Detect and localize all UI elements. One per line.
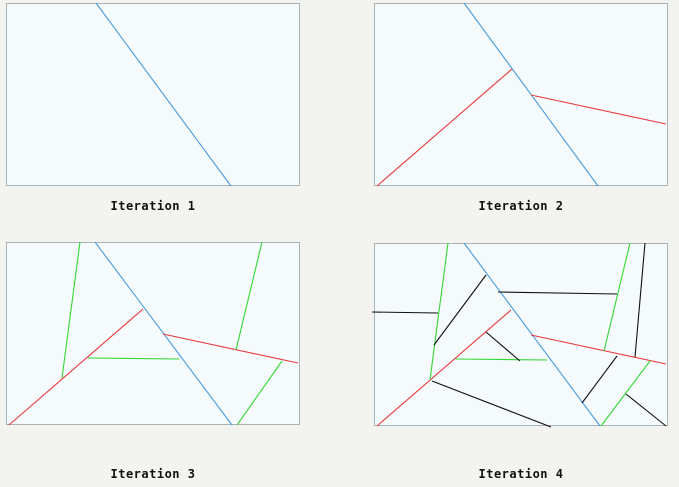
iteration-1-panel <box>6 3 300 186</box>
iteration-3-caption: Iteration 3 <box>110 467 196 481</box>
iteration-3-panel <box>6 242 300 425</box>
iteration-2-caption: Iteration 2 <box>478 199 564 213</box>
iteration-4-panel <box>374 243 668 426</box>
iteration-1-caption: Iteration 1 <box>110 199 196 213</box>
iteration-2-panel <box>374 3 668 186</box>
iteration-4-caption: Iteration 4 <box>478 467 564 481</box>
